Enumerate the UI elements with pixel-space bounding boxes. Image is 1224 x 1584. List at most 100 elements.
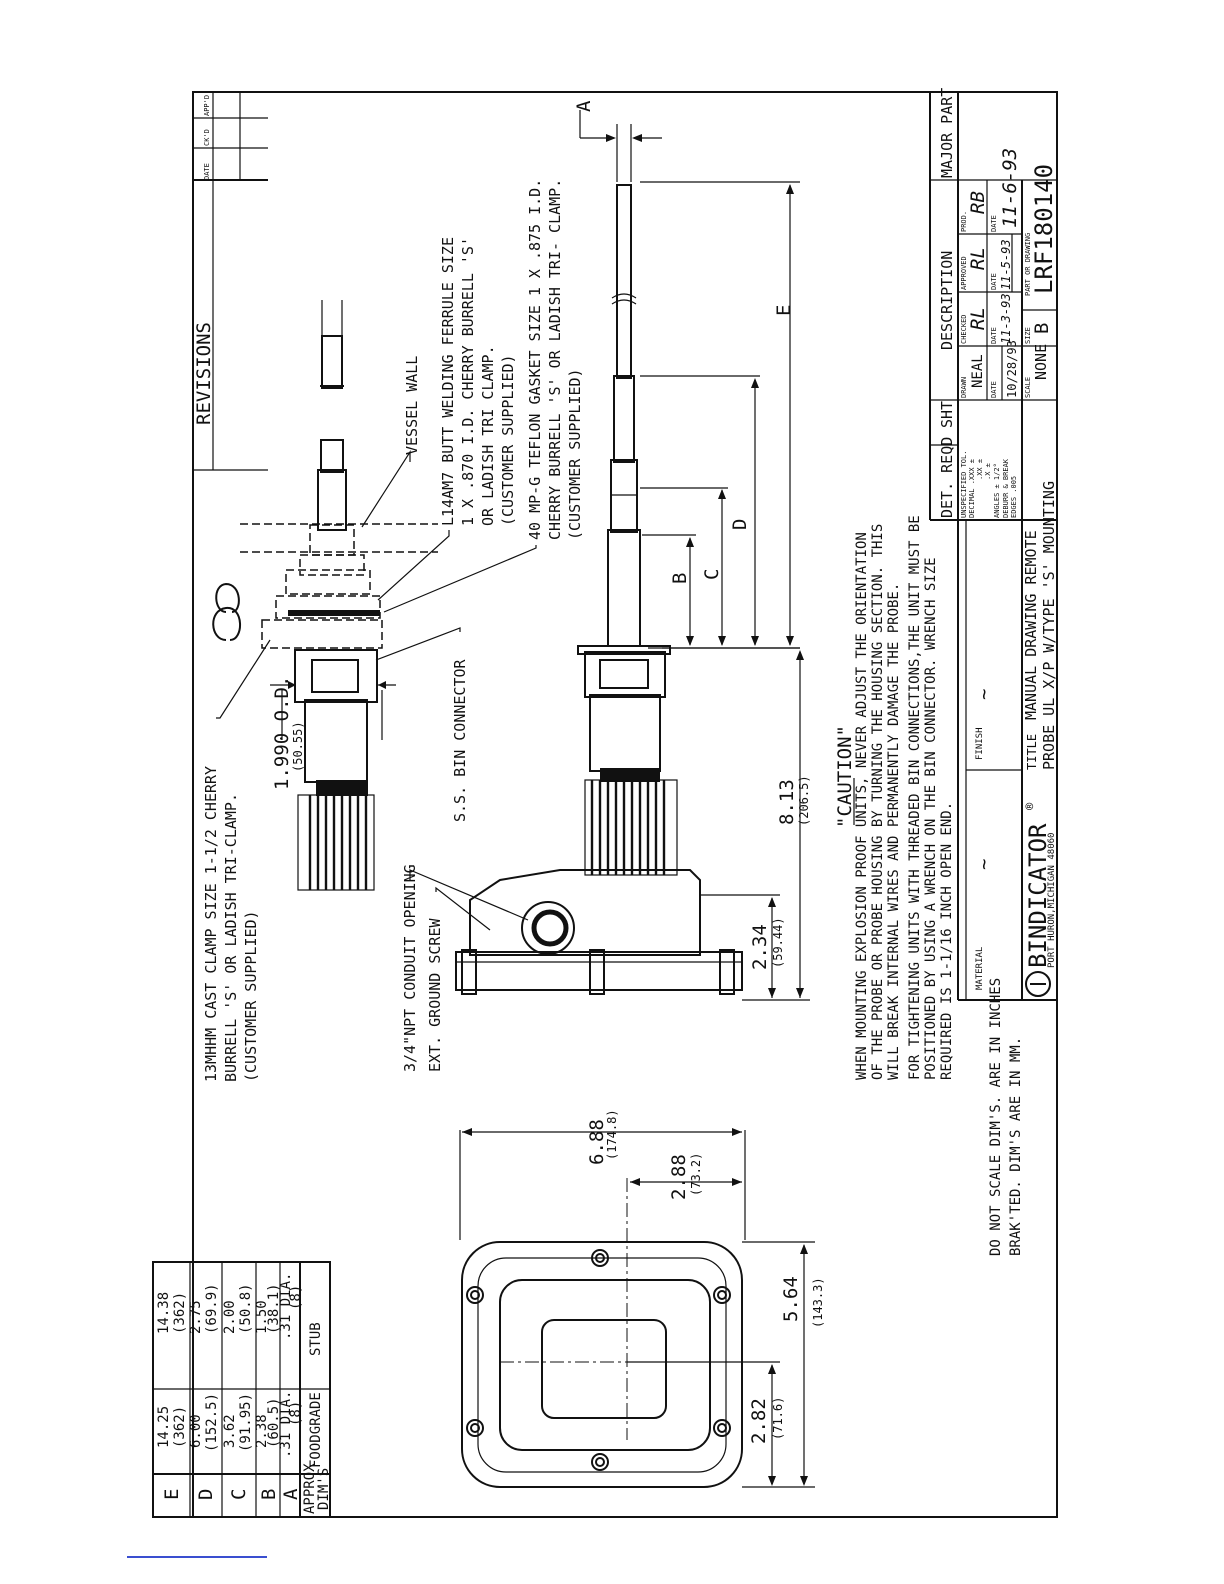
company-name: BINDICATOR <box>1024 823 1052 968</box>
dim-d-label: D <box>729 519 751 530</box>
ferrule-callout-line4: (CUSTOMER SUPPLIED) <box>499 354 517 526</box>
caution-para1-line1: WHEN MOUNTING EXPLOSION PROOF UNITS, NEV… <box>854 532 870 1080</box>
tolerance-line2: DECIMAL .XXX ± <box>968 459 976 518</box>
caution-para1-line3: WILL BREAK INTERNAL WIRES AND PERMANENTL… <box>886 583 902 1080</box>
checked-value: RL <box>967 307 989 330</box>
note-inches: DO NOT SCALE DIM'S. ARE IN INCHES <box>988 978 1004 1256</box>
tolerance-line3: .XX ± <box>976 459 984 480</box>
probe-dimensions: E D C B A 8.13 (206.5) <box>573 100 811 1001</box>
table-row-c-stub-mm: (50.8) <box>238 1283 254 1334</box>
size-value: B <box>1031 323 1053 334</box>
caution-para1-line2: OF THE PROBE OR PROBE HOUSING BY TURNING… <box>870 524 886 1080</box>
dim-base-width: 5.64 <box>780 1276 802 1322</box>
dim-housing: 2.34 <box>749 924 771 970</box>
date-label-drawn: DATE <box>990 381 998 398</box>
clamp-callout-line2: BURRELL 'S' OR LADISH TRI-CLAMP. <box>222 793 240 1082</box>
table-row-a-foodgrade-mm: (8) <box>288 1401 304 1426</box>
table-row-c-foodgrade-mm: (91.95) <box>238 1393 254 1452</box>
dimensions-table: E 14.25 (362) 14.38 (362) D 6.00 (152.5)… <box>152 1261 304 1518</box>
part-value: LRF180140 <box>1030 164 1058 294</box>
dim-base-length-mm: (174.8) <box>605 1109 619 1160</box>
ferrule-callout-line3: OR LADISH TRI CLAMP. <box>479 345 497 526</box>
table-row-a-stub-mm: (8) <box>288 1285 304 1310</box>
finish-value: ~ <box>973 689 995 700</box>
table-footer-stub: STUB <box>308 1322 324 1356</box>
revisions-col-date: DATE <box>203 163 211 180</box>
revisions-block: REVISIONS DATE CK'D APP'D <box>193 92 268 471</box>
table-row-a-stub: .31 DIA. <box>278 1273 294 1340</box>
material-value: ~ <box>973 859 995 870</box>
sht: SHT <box>938 401 956 428</box>
scale-value: NONE <box>1032 344 1050 380</box>
dim-side: 2.82 <box>748 1398 770 1444</box>
table-footer-approx: APPROX <box>302 1463 318 1514</box>
table-row-c-stub: 2.00 <box>222 1300 238 1334</box>
od-dimension: 1.990 O.D. <box>271 676 293 790</box>
caution-para2-line2: POSITIONED BY USING A WRENCH ON THE BIN … <box>923 557 939 1080</box>
checked-label: CHECKED <box>960 314 968 344</box>
caution-notes: "CAUTION" WHEN MOUNTING EXPLOSION PROOF … <box>834 515 955 1080</box>
table-row-e-stub: 14.38 <box>156 1292 172 1334</box>
drawn-label: DRAWN <box>960 377 968 398</box>
tolerance-line4: .X ± <box>984 463 992 480</box>
title-line1: MANUAL DRAWING REMOTE <box>1022 530 1040 720</box>
title-label: TITLE <box>1025 734 1039 770</box>
gasket-callout-line2: CHERRY BURRELL 'S' OR LADISH TRI- CLAMP. <box>546 179 564 540</box>
caution-title: "CAUTION" <box>834 725 856 828</box>
table-row-b-foodgrade-mm: (60.5) <box>266 1397 282 1448</box>
approved-value: RL <box>967 247 989 270</box>
company-reg: ® <box>1023 802 1037 810</box>
base-plan-view: 6.88 (174.8) 2.88 (73.2) 5.64 (143.3) 2.… <box>459 1109 825 1488</box>
part-label: PART OR DRAWING <box>1024 233 1032 296</box>
date-prod: 11-6-93 <box>999 148 1021 228</box>
note-mm: BRAK'TED. DIM'S ARE IN MM. <box>1008 1037 1024 1256</box>
table-footer-dims: DIM'S <box>316 1468 332 1510</box>
sheet-border <box>192 91 1058 1518</box>
table-row-d-stub-mm: (69.9) <box>204 1283 220 1334</box>
prod-value: RB <box>967 191 989 214</box>
gasket-callout-line3: (CUSTOMER SUPPLIED) <box>566 368 584 540</box>
clamp-assembly-view: 1.990 O.D. (50.55) <box>212 300 438 891</box>
dim-base-width-mm: (143.3) <box>811 1277 825 1328</box>
table-row-e-label: E <box>161 1489 183 1500</box>
table-row-e-stub-mm: (362) <box>172 1292 188 1334</box>
caution-para2-line1: FOR TIGHTENING UNITS WITH THREADED BIN C… <box>907 515 923 1080</box>
table-row-d-stub: 2.75 <box>188 1300 204 1334</box>
material-label: MATERIAL <box>975 947 985 990</box>
table-row-e-foodgrade-mm: (362) <box>172 1406 188 1448</box>
revisions-col-ckd: CK'D <box>203 129 211 146</box>
table-row-e-foodgrade: 14.25 <box>156 1406 172 1448</box>
approved-label: APPROVED <box>960 256 968 290</box>
dim-housing-mm: (59.44) <box>771 917 785 968</box>
revisions-col-appd: APP'D <box>203 95 211 116</box>
bindicator-logo-icon <box>1025 971 1051 997</box>
dim-b-label: B <box>669 573 691 584</box>
major-part: MAJOR PART <box>938 88 956 178</box>
conduit-callout: 3/4"NPT CONDUIT OPENING <box>401 864 419 1072</box>
revisions-title: REVISIONS <box>193 322 215 425</box>
description: DESCRIPTION <box>938 251 956 350</box>
table-row-a-label: A <box>280 1488 302 1500</box>
company-address: PORT HURON,MICHIGAN 48060 <box>1047 833 1057 968</box>
od-dimension-mm: (50.55) <box>291 721 305 772</box>
bin-connector-callout: S.S. BIN CONNECTOR <box>451 658 469 822</box>
table-row-b-foodgrade: 2.38 <box>254 1414 270 1448</box>
prod-label: PROD. <box>960 211 968 232</box>
dim-offset-mm: (73.2) <box>689 1153 703 1196</box>
dim-a-label: A <box>573 100 595 112</box>
dim-side-mm: (71.6) <box>771 1397 785 1440</box>
finish-label: FINISH <box>975 727 985 760</box>
clamp-callout-line3: (CUSTOMER SUPPLIED) <box>242 910 260 1082</box>
table-row-d-foodgrade: 6.00 <box>188 1414 204 1448</box>
table-row-b-stub: 1.50 <box>254 1300 270 1334</box>
size-label: SIZE <box>1024 327 1032 344</box>
table-row-c-foodgrade: 3.62 <box>222 1414 238 1448</box>
tolerance-line5: ANGLES ± 1/2° <box>993 463 1001 518</box>
dim-overall: 8.13 <box>776 779 798 825</box>
vessel-wall-callout: VESSEL WALL <box>403 356 421 455</box>
table-row-b-label: B <box>258 1489 280 1500</box>
dim-base-length: 6.88 <box>586 1119 608 1165</box>
date-approved: 11-5-93 <box>999 239 1013 290</box>
ferrule-callout-line1: L14AM7 BUTT WELDING FERRULE SIZE <box>439 237 457 526</box>
